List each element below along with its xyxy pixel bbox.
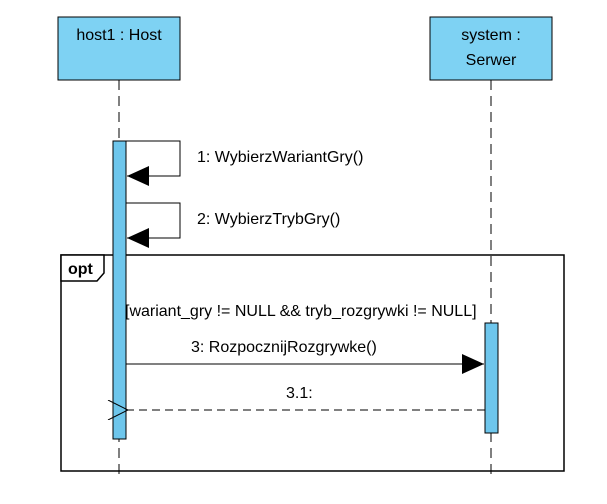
message-2-arrow (126, 202, 181, 248)
message-3-call[interactable]: 3: RozpocznijRozgrywke() (126, 339, 484, 374)
message-3-1-return[interactable]: 3.1: (128, 385, 485, 410)
fragment-frame[interactable] (60, 254, 565, 472)
lifeline-system: system : Serwer (429, 16, 553, 478)
activation-bar-host1 (112, 140, 127, 440)
message-2-label: 2: WybierzTrybGry() (197, 211, 340, 228)
fragment-operator-tab (60, 254, 105, 282)
lifeline-label-system-line2: Serwer (466, 52, 517, 69)
message-3-1-label: 3.1: (286, 385, 313, 402)
lifeline-head-host1[interactable] (57, 16, 181, 81)
lifeline-head-system[interactable] (429, 16, 553, 81)
fragment-guard: [wariant_gry != NULL && tryb_rozgrywki !… (125, 303, 477, 320)
message-2-self[interactable]: 2: WybierzTrybGry() (126, 202, 340, 248)
message-1-label: 1: WybierzWariantGry() (197, 149, 363, 166)
message-1-self[interactable]: 1: WybierzWariantGry() (126, 140, 363, 186)
message-1-arrow (126, 140, 181, 186)
message-3-label: 3: RozpocznijRozgrywke() (191, 339, 377, 356)
fragment-operator-label: opt (68, 261, 94, 278)
combined-fragment-opt: opt [wariant_gry != NULL && tryb_rozgryw… (60, 254, 565, 472)
lifeline-label-host1: host1 : Host (76, 27, 162, 44)
lifeline-host1: host1 : Host (57, 16, 181, 478)
activation-bar-system (484, 322, 499, 434)
lifeline-label-system-line1: system : (461, 27, 521, 44)
